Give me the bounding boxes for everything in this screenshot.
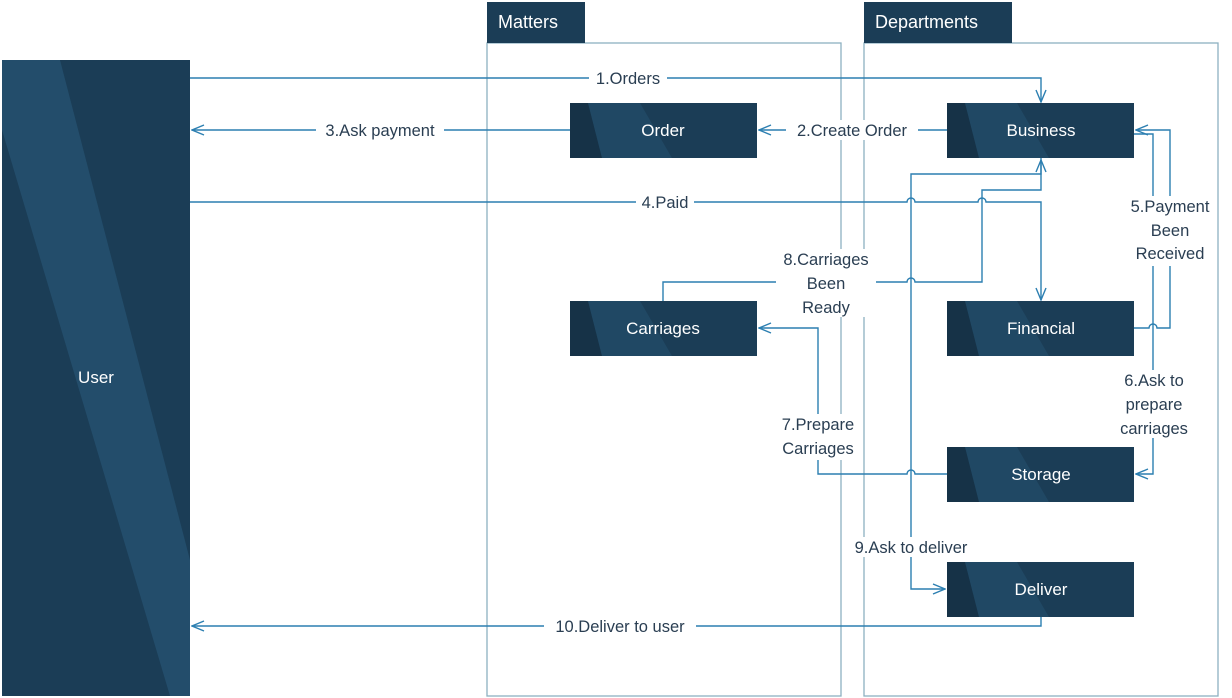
node-financial-label: Financial <box>1007 319 1075 338</box>
flow-6-label: 6.Ask to prepare carriages <box>1112 370 1196 438</box>
actor-user-label: User <box>78 368 114 387</box>
flow-7-line <box>759 328 947 475</box>
flow-4-line <box>190 197 1041 300</box>
svg-text:7.Prepare: 7.Prepare <box>782 416 854 434</box>
flow-10-label: 10.Deliver to user <box>544 616 696 636</box>
svg-text:6.Ask to: 6.Ask to <box>1124 372 1184 390</box>
node-storage[interactable]: Storage <box>947 447 1134 502</box>
node-carriages[interactable]: Carriages <box>570 301 757 356</box>
lane-matters-header <box>487 2 585 43</box>
node-financial[interactable]: Financial <box>947 301 1134 356</box>
svg-text:Been: Been <box>807 275 846 293</box>
svg-text:5.Payment: 5.Payment <box>1131 198 1210 216</box>
flow-10-line <box>192 617 1042 626</box>
svg-text:Carriages: Carriages <box>782 440 854 458</box>
flow-8-line <box>662 160 1041 301</box>
svg-text:2.Create Order: 2.Create Order <box>797 122 908 140</box>
node-carriages-label: Carriages <box>626 319 700 338</box>
lane-departments-header <box>864 2 1012 43</box>
node-order[interactable]: Order <box>570 103 757 158</box>
svg-text:8.Carriages: 8.Carriages <box>783 251 868 269</box>
flow-7-label: 7.Prepare Carriages <box>774 414 860 460</box>
node-business[interactable]: Business <box>947 103 1134 158</box>
actor-user[interactable]: User <box>2 60 190 696</box>
flow-9-label: 9.Ask to deliver <box>846 537 978 557</box>
svg-text:Ready: Ready <box>802 299 850 317</box>
flow-3-label: 3.Ask payment <box>316 120 444 140</box>
node-deliver-label: Deliver <box>1015 580 1068 599</box>
flow-4-label: 4.Paid <box>636 192 694 212</box>
svg-text:Been: Been <box>1151 222 1190 240</box>
svg-text:prepare: prepare <box>1126 396 1183 414</box>
node-deliver[interactable]: Deliver <box>947 562 1134 617</box>
flow-6-line <box>1134 133 1154 474</box>
flow-5-line <box>1134 130 1171 329</box>
flow-5-label: 5.Payment Been Received <box>1124 196 1216 266</box>
svg-text:10.Deliver to user: 10.Deliver to user <box>555 618 685 636</box>
node-business-label: Business <box>1007 121 1076 140</box>
lane-departments-title: Departments <box>875 12 978 32</box>
svg-text:1.Orders: 1.Orders <box>596 70 660 88</box>
flow-1-line <box>190 77 1041 102</box>
svg-text:carriages: carriages <box>1120 420 1188 438</box>
flow-1-label: 1.Orders <box>589 68 667 88</box>
node-storage-label: Storage <box>1011 465 1071 484</box>
svg-text:9.Ask to deliver: 9.Ask to deliver <box>855 539 968 557</box>
flow-8-label: 8.Carriages Been Ready <box>776 249 876 317</box>
svg-text:4.Paid: 4.Paid <box>642 194 689 212</box>
svg-text:3.Ask payment: 3.Ask payment <box>325 122 435 140</box>
flow-9-line <box>910 158 1042 589</box>
lane-matters-title: Matters <box>498 12 558 32</box>
svg-text:Received: Received <box>1136 245 1205 263</box>
flow-2-label: 2.Create Order <box>786 120 918 140</box>
node-order-label: Order <box>641 121 685 140</box>
